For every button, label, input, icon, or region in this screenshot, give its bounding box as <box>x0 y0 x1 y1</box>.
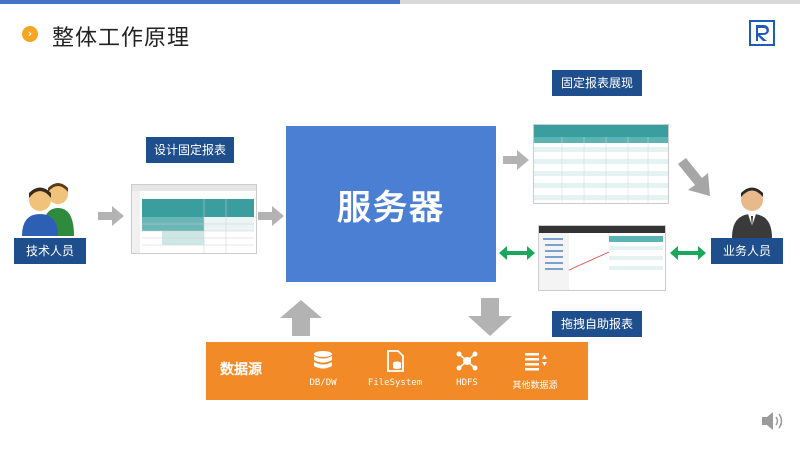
double-arrow-icon <box>499 246 535 260</box>
top-progress-bar <box>0 0 400 4</box>
design-fixed-report-label: 设计固定报表 <box>146 137 234 163</box>
database-icon <box>314 351 332 369</box>
arrow-right-icon <box>503 150 529 170</box>
arrow-up-icon <box>280 300 322 336</box>
arrow-down-right-icon <box>678 158 710 196</box>
arrow-right-icon <box>258 206 284 226</box>
arrow-down-icon <box>468 298 512 336</box>
network-icon <box>456 351 478 371</box>
list-icon <box>525 353 547 371</box>
double-arrow-icon <box>670 246 706 260</box>
tech-people-icon <box>22 183 74 236</box>
datasource-item-label: 其他数据源 <box>512 381 558 391</box>
datasource-title: 数据源 <box>220 362 262 378</box>
brand-logo <box>749 20 775 46</box>
server-box: 服务器 <box>286 126 496 282</box>
datasource-item-label: DB/DW <box>309 378 337 388</box>
datasource-item-dbdw: DB/DW <box>288 350 358 388</box>
arrow-right-icon <box>98 206 124 226</box>
design-report-thumbnail <box>131 184 257 254</box>
drag-self-report-label: 拖拽自助报表 <box>552 311 642 337</box>
datasource-panel: 数据源 DB/DW FileSystem HDFS 其他数据源 <box>206 342 588 400</box>
slide-title: 整体工作原理 <box>52 26 191 51</box>
chevron-right-icon: › <box>22 26 38 42</box>
business-person-label: 业务人员 <box>711 238 783 264</box>
tech-person-label: 技术人员 <box>14 238 86 264</box>
speaker-icon[interactable] <box>760 408 786 434</box>
datasource-item-filesystem: FileSystem <box>360 350 430 388</box>
datasource-item-hdfs: HDFS <box>432 350 502 388</box>
business-person-icon <box>732 187 772 238</box>
file-icon <box>387 350 404 372</box>
self-service-report-thumbnail <box>538 225 666 291</box>
datasource-item-label: FileSystem <box>367 378 423 388</box>
datasource-item-other: 其他数据源 <box>500 350 570 391</box>
fixed-report-thumbnail <box>533 124 669 204</box>
datasource-item-label: HDFS <box>456 378 478 388</box>
fixed-report-display-label: 固定报表展现 <box>552 70 642 96</box>
top-progress-track <box>400 0 800 4</box>
